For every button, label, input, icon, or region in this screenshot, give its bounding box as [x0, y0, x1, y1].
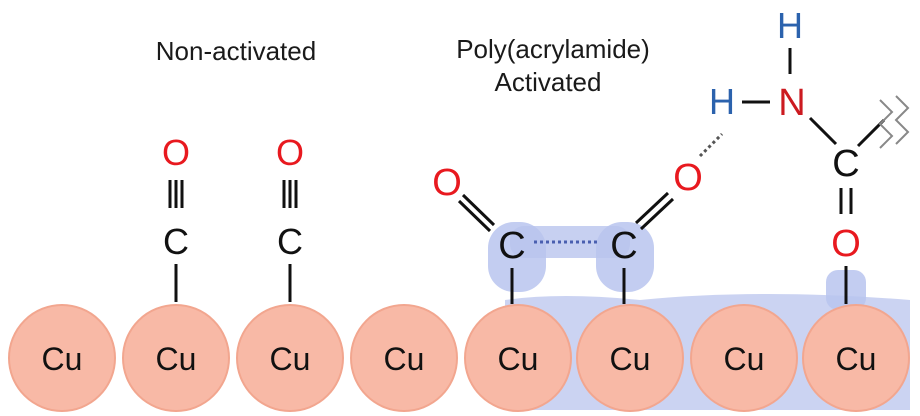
double-bond-left	[457, 193, 496, 233]
triple-bond	[282, 180, 298, 208]
cu-atom: Cu	[690, 304, 798, 412]
cu-label: Cu	[384, 341, 425, 377]
cu-label: Cu	[724, 341, 765, 377]
oxygen-atom-left: O	[432, 162, 462, 204]
co-molecule-linear: O C	[276, 132, 304, 302]
carbon-atom: C	[163, 221, 189, 262]
cu-label: Cu	[270, 341, 311, 377]
polymer-chain-break-icon	[878, 99, 894, 149]
co-molecule-linear: O C	[162, 132, 190, 302]
triple-bond	[168, 180, 184, 208]
polymer-chain-break-icon	[894, 95, 910, 145]
cu-atom: Cu	[350, 304, 458, 412]
carbon-atom-left: C	[498, 225, 525, 267]
cu-atom: Cu	[122, 304, 230, 412]
cu-label: Cu	[836, 341, 877, 377]
hydrogen-atom-left: H	[709, 81, 735, 122]
cu-label: Cu	[42, 341, 83, 377]
double-bond-right	[634, 191, 675, 231]
carbon-atom-right: C	[610, 225, 637, 267]
amide-group: H H N C O	[709, 5, 910, 304]
hydrogen-atom-top: H	[777, 5, 803, 46]
cu-atom: Cu	[8, 304, 116, 412]
n-c-bond	[808, 116, 838, 146]
non-activated-label: Non-activated	[156, 36, 316, 66]
hydrogen-bond	[698, 132, 724, 158]
carbonyl-oxygen: O	[831, 223, 861, 265]
cu-atom: Cu	[576, 304, 684, 412]
oxygen-atom: O	[276, 132, 304, 173]
activated-label-line2: Activated	[495, 67, 602, 97]
cu-atom: Cu	[236, 304, 344, 412]
cu-label: Cu	[498, 341, 539, 377]
copper-surface: Cu Cu Cu Cu Cu Cu Cu Cu	[8, 304, 910, 412]
oxygen-atom: O	[162, 132, 190, 173]
oxygen-atom-right: O	[673, 157, 703, 199]
activated-label-line1: Poly(acrylamide)	[456, 34, 650, 64]
carbon-atom: C	[277, 221, 303, 262]
cu-label: Cu	[610, 341, 651, 377]
carbonyl-carbon: C	[832, 143, 859, 185]
cu-atom: Cu	[464, 304, 572, 412]
nitrogen-atom: N	[778, 82, 805, 124]
cu-atom: Cu	[802, 304, 910, 412]
co-pair-activated: O C C O	[432, 157, 703, 304]
c-o-double-bond	[839, 188, 853, 214]
cu-label: Cu	[156, 341, 197, 377]
